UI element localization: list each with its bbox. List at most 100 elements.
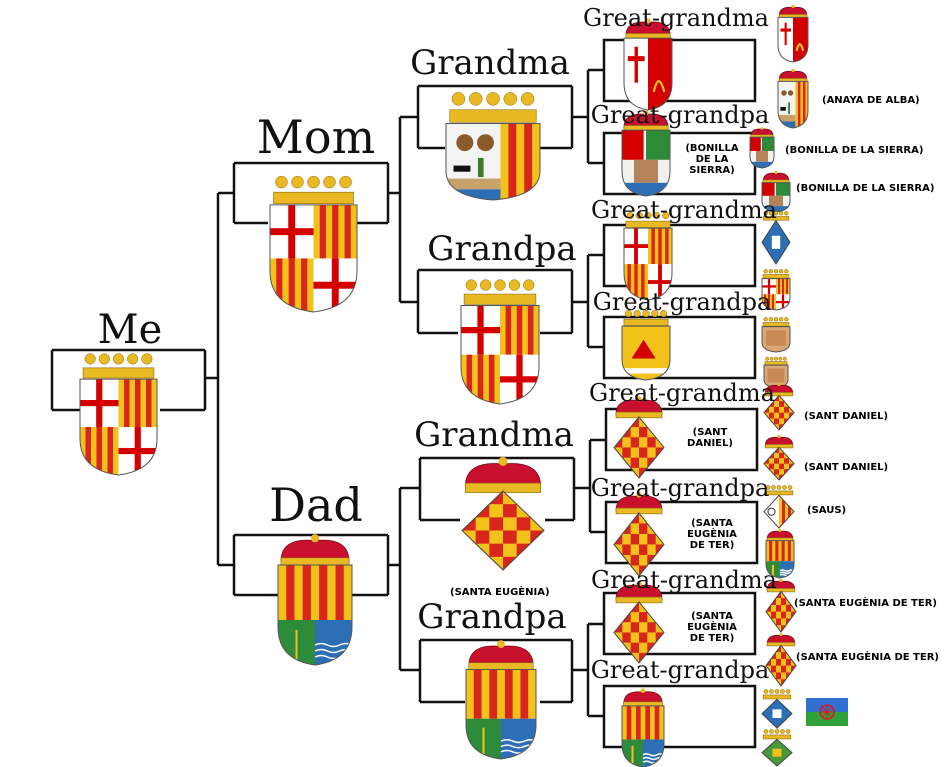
checker bbox=[655, 523, 664, 534]
bear-head bbox=[781, 90, 787, 96]
note-santa-eugenia: (SANTA EUGÈNIA) bbox=[450, 587, 550, 598]
checker bbox=[764, 418, 769, 425]
checker bbox=[784, 406, 789, 413]
great-grandma-2-label: Great-grandma bbox=[591, 196, 777, 224]
bracket-line bbox=[602, 38, 757, 103]
checker bbox=[776, 672, 781, 680]
senyera-field bbox=[766, 540, 794, 562]
coat-of-arms-ggp-4 bbox=[621, 688, 665, 767]
crown-pearl bbox=[778, 269, 784, 274]
checker bbox=[475, 530, 490, 544]
coat-of-arms-mom-grandpa bbox=[460, 279, 540, 405]
small-arms-15 bbox=[761, 689, 793, 729]
cross-bar bbox=[784, 22, 787, 46]
senyera-pale bbox=[764, 294, 766, 310]
crown-pearl bbox=[323, 175, 336, 189]
crown-pearl bbox=[763, 211, 768, 216]
checker bbox=[771, 665, 776, 673]
checker bbox=[791, 679, 796, 686]
checker bbox=[614, 512, 623, 524]
crown-orb bbox=[498, 456, 508, 466]
senyera-pale bbox=[524, 123, 533, 200]
me-label: Me bbox=[97, 307, 163, 353]
checker bbox=[647, 622, 656, 633]
checker bbox=[630, 533, 639, 545]
river bbox=[446, 189, 501, 200]
small-arms-16-field bbox=[762, 739, 792, 766]
senyera-pale bbox=[797, 81, 801, 128]
crown-band bbox=[764, 361, 788, 366]
senyera-pale bbox=[96, 427, 102, 475]
checker bbox=[530, 504, 544, 518]
crown-pearl bbox=[307, 175, 320, 189]
senyera-pale bbox=[85, 427, 91, 475]
bracket-line bbox=[604, 407, 759, 472]
small-arms-14-field bbox=[766, 645, 796, 686]
crown-pearl bbox=[769, 689, 774, 694]
bull bbox=[780, 107, 786, 111]
crown-pearl bbox=[141, 353, 153, 365]
crown-pearl bbox=[651, 310, 659, 318]
checker bbox=[771, 679, 776, 686]
checker bbox=[786, 645, 791, 653]
checker bbox=[781, 598, 786, 605]
shield-outline bbox=[777, 16, 809, 63]
checker bbox=[622, 544, 631, 555]
shield-outline bbox=[765, 590, 797, 633]
crown-orb bbox=[645, 18, 651, 24]
crown-pearl bbox=[763, 729, 769, 734]
crown-orb bbox=[779, 578, 783, 583]
senyera-pale bbox=[473, 669, 482, 719]
crown-orb bbox=[777, 382, 781, 387]
cross-bar bbox=[500, 376, 539, 383]
crown-pearl bbox=[778, 211, 784, 216]
shield-outline bbox=[621, 325, 671, 381]
water-wave bbox=[779, 569, 794, 572]
senyera-pale bbox=[645, 705, 650, 740]
checker bbox=[614, 601, 623, 613]
shield-outline bbox=[465, 668, 537, 760]
shield-outline bbox=[269, 204, 358, 313]
checker bbox=[647, 601, 656, 613]
shield-outline bbox=[749, 136, 775, 169]
crown-pearl bbox=[765, 485, 771, 490]
senyera-pale bbox=[286, 564, 295, 620]
bear-head bbox=[456, 134, 474, 152]
small-arms-8 bbox=[763, 356, 789, 389]
crown-pearl bbox=[787, 485, 793, 490]
checker bbox=[639, 523, 648, 534]
crown-pearl bbox=[763, 689, 769, 694]
coat-of-arms-ggm-2 bbox=[623, 212, 673, 301]
senyera-field bbox=[500, 123, 540, 200]
crown-pearl bbox=[785, 689, 791, 694]
senyera-pale bbox=[107, 427, 113, 475]
senyera-pale bbox=[466, 354, 473, 404]
senyera-pale bbox=[344, 204, 351, 259]
checker bbox=[630, 554, 639, 566]
great-grandpa-2-label: Great-grandpa bbox=[592, 288, 772, 316]
crown-band bbox=[463, 293, 537, 305]
cross-bar bbox=[313, 281, 357, 289]
crown-orb bbox=[779, 632, 783, 637]
bear-head bbox=[787, 90, 794, 96]
crown-orb bbox=[791, 4, 795, 9]
checker bbox=[639, 612, 648, 623]
crown-pearl bbox=[468, 92, 483, 106]
great-grandpa-3-label: Great-grandpa bbox=[590, 474, 770, 502]
crown-pearl bbox=[773, 211, 779, 216]
cross-bar bbox=[648, 280, 672, 284]
senyera-pale bbox=[288, 258, 295, 312]
senyera-pale bbox=[477, 354, 484, 404]
cross-bar bbox=[624, 244, 648, 249]
mom-grandpa-label: Grandpa bbox=[427, 229, 577, 269]
checker bbox=[769, 424, 774, 430]
coat-of-arms-ggm-3 bbox=[613, 396, 665, 479]
crown-orb bbox=[636, 492, 642, 498]
crown-band bbox=[762, 734, 792, 740]
coat-of-arms-dad-field bbox=[278, 564, 352, 665]
crown-pearl bbox=[774, 689, 780, 694]
water-wave bbox=[500, 739, 536, 744]
checker bbox=[779, 463, 784, 470]
tree bbox=[788, 102, 790, 115]
